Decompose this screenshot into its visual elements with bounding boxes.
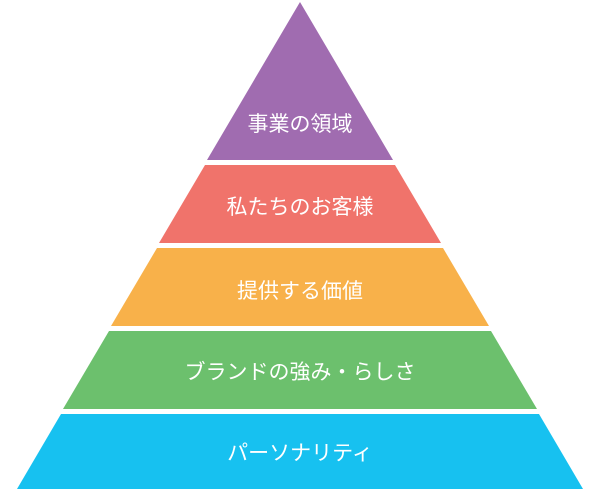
pyramid-tier-5: パーソナリティ: [17, 414, 583, 489]
pyramid-tier-2: 私たちのお客様: [159, 165, 441, 243]
tier-1-label: 事業の領域: [248, 112, 353, 136]
tier-4-label: ブランドの強み・らしさ: [185, 360, 416, 384]
tier-2-label: 私たちのお客様: [227, 195, 374, 219]
tier-5-shape: [17, 414, 583, 489]
pyramid-tier-4: ブランドの強み・らしさ: [63, 331, 537, 409]
tier-3-label: 提供する価値: [237, 279, 363, 303]
tier-4-shape: [63, 331, 537, 409]
pyramid-tier-1: 事業の領域: [207, 2, 393, 160]
pyramid-tier-3: 提供する価値: [111, 248, 489, 326]
tier-5-label: パーソナリティ: [227, 441, 373, 465]
tier-2-shape: [159, 165, 441, 243]
tier-1-shape: [207, 2, 393, 160]
tier-3-shape: [111, 248, 489, 326]
